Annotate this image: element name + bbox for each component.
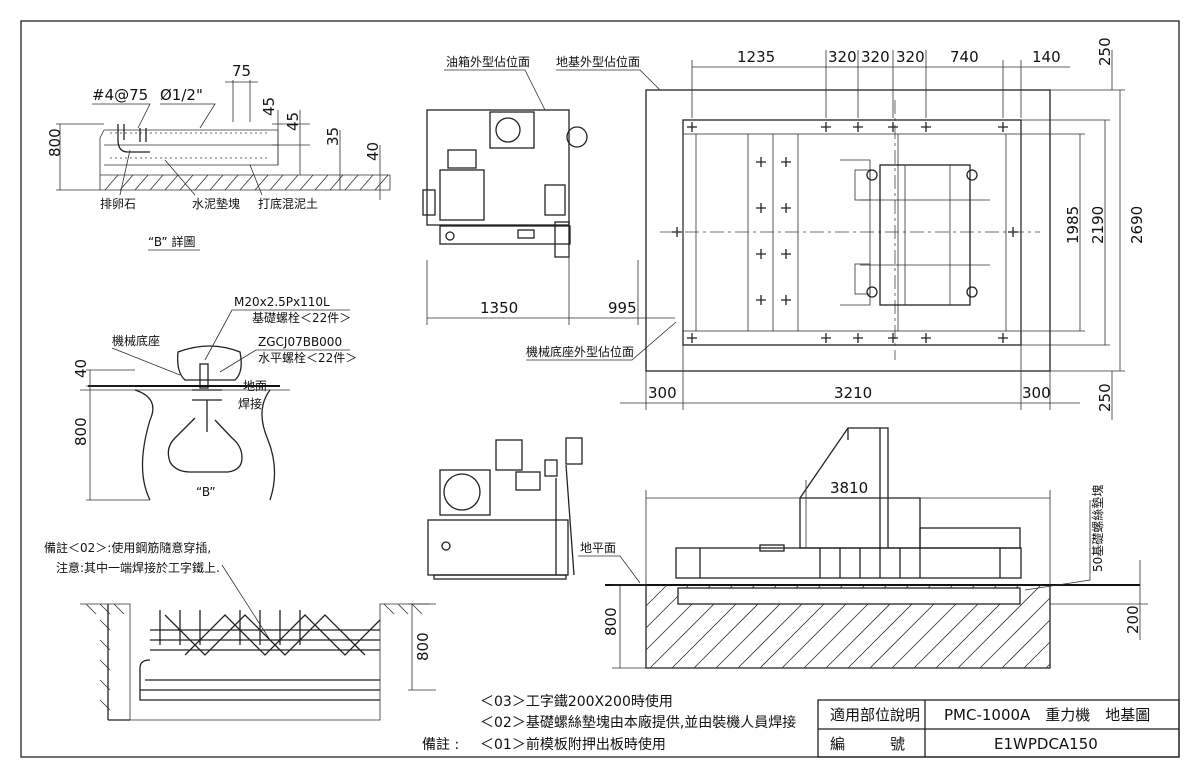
note-02: ＜02＞基礎螺絲墊塊由本廠提供,並由裝機人員焊接	[480, 714, 796, 731]
note-01: ＜01＞前模板附押出板時使用	[480, 736, 666, 753]
pad-label: 50基礎螺絲墊塊	[1090, 485, 1105, 572]
plan-view: 地基外型佔位面	[526, 37, 1146, 420]
ground-plane-label: 地平面	[580, 541, 616, 555]
dim-bottom-300a: 300	[648, 384, 677, 402]
dim-995: 995	[608, 299, 637, 317]
b-dim-75: 75	[232, 62, 251, 80]
bolt-spec: M20x2.5Px110L	[234, 295, 330, 309]
b-dim-rebar: #4@75	[92, 86, 148, 104]
dim-top-740: 740	[950, 48, 979, 66]
plan-dims-top: 1235 320 320 320 740 140	[737, 48, 1061, 66]
dim-1350: 1350	[480, 299, 518, 317]
b-dim-bar: Ø1/2"	[160, 86, 203, 104]
foundation-hatch	[645, 584, 1051, 669]
dim-bottom-300b: 300	[1022, 384, 1051, 402]
notes: ＜03＞工字鐵200X200時使用 ＜02＞基礎螺絲墊塊由本廠提供,並由裝機人員…	[422, 693, 796, 753]
number-value: E1WPDCA150	[994, 735, 1098, 753]
foundation-label: 地基外型佔位面	[556, 54, 640, 69]
label-cement-pad: 水泥墊塊	[192, 196, 240, 211]
dim-top-320a: 320	[828, 48, 857, 66]
dim-right-2190: 2190	[1089, 206, 1107, 244]
machine-base-outline-label: 機械底座外型佔位面	[526, 344, 634, 359]
sheet-border	[20, 20, 1180, 758]
level-name: 水平螺栓＜22件＞	[258, 350, 357, 365]
dim-right-2690: 2690	[1128, 206, 1146, 244]
number-label: 編 號	[830, 735, 905, 753]
b-dim-45b: 45	[284, 112, 302, 131]
dim-top-1235: 1235	[737, 48, 775, 66]
machine-side-view	[427, 437, 583, 580]
b-dim-35: 35	[324, 127, 342, 146]
rebar-section: 備註＜02＞:使用鋼筋隨意穿插, 注意:其中一端焊接於工字鐵上. 800	[44, 540, 436, 721]
dim-right-1985: 1985	[1064, 206, 1082, 244]
applicable-value: PMC-1000A 重力機 地基圖	[944, 706, 1150, 724]
elev-dim-800: 800	[602, 607, 620, 636]
weld-label: 焊接	[238, 396, 262, 411]
rebar-note-02: 備註＜02＞:使用鋼筋隨意穿插,	[44, 540, 211, 555]
dim-3810: 3810	[830, 479, 868, 497]
b-mark: “B”	[196, 485, 216, 499]
dim-top-320b: 320	[861, 48, 890, 66]
b-dim-800: 800	[46, 128, 64, 157]
label-base-concrete: 打底混泥土	[258, 196, 318, 211]
dim-right-250a: 250	[1096, 37, 1114, 66]
machine-base-label: 機械底座	[112, 333, 160, 348]
elev-dim-200: 200	[1124, 605, 1142, 634]
dim-right-250b: 250	[1096, 383, 1114, 412]
oil-tank-label: 油箱外型佔位面	[446, 54, 530, 69]
note-03: ＜03＞工字鐵200X200時使用	[480, 693, 673, 710]
rebar-note-02b: 注意:其中一端焊接於工字鐵上.	[56, 560, 220, 575]
rebar-dim-800: 800	[414, 632, 432, 661]
anchor-dim-40: 40	[72, 359, 90, 378]
b-detail: 800 #4@75 Ø1/2" 75 45 45 35 40 排卵石 水泥墊塊 …	[46, 62, 391, 251]
dim-top-320c: 320	[896, 48, 925, 66]
b-detail-title: “B” 詳圖	[148, 234, 195, 249]
elevation-view: 3810 地平面 50基礎螺絲墊塊 800 200	[427, 427, 1148, 669]
anchor-dim-800: 800	[72, 417, 90, 446]
applicable-label: 適用部位說明	[830, 706, 920, 724]
foundation-outline	[645, 89, 1051, 372]
notes-heading: 備註 :	[422, 737, 459, 753]
bolt-name: 基礎螺栓＜22件＞	[252, 310, 351, 325]
b-dim-45a: 45	[260, 97, 278, 116]
label-stone: 排卵石	[100, 197, 136, 211]
level-spec: ZGCJ07BB000	[258, 335, 342, 349]
title-block: 適用部位說明 PMC-1000A 重力機 地基圖 編 號 E1WPDCA150	[817, 699, 1180, 758]
oil-tank-view: 油箱外型佔位面 1350 995	[422, 54, 675, 325]
dim-top-140: 140	[1032, 48, 1061, 66]
dim-bottom-3210: 3210	[834, 384, 872, 402]
b-dim-40: 40	[364, 142, 382, 161]
anchor-detail: M20x2.5Px110L 基礎螺栓＜22件＞ ZGCJ07BB000 水平螺栓…	[72, 295, 357, 501]
